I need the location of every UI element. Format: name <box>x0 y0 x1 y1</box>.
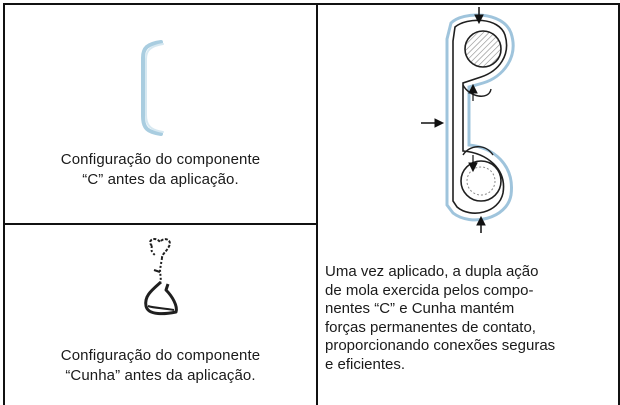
top-conductor <box>464 30 502 68</box>
applied-connector-drawing <box>421 7 515 233</box>
applied-description-line1: Uma vez aplicado, a dupla ação <box>325 263 539 280</box>
wedge-component-caption-line1: Configuração do componente <box>60 347 261 364</box>
row-divider <box>3 223 317 225</box>
c-clamp-drawing <box>141 40 164 136</box>
c-component-caption: Configuração do componente “C” antes da … <box>5 150 316 190</box>
applied-description: Uma vez aplicado, a dupla ação de mola e… <box>325 263 620 374</box>
wedge-component-caption: Configuração do componente “Cunha” antes… <box>5 346 316 386</box>
c-component-caption-line2: “C” antes da aplicação. <box>82 171 239 188</box>
applied-description-line4: forças permanentes de contato, <box>325 318 536 336</box>
applied-description-line5: proporcionando conexões seguras <box>325 337 556 354</box>
applied-description-line6: e eficientes. <box>325 355 406 373</box>
wedge-connector-drawing <box>144 238 178 316</box>
border-left <box>3 3 5 405</box>
wedge-component-caption-line2: “Cunha” antes da aplicação. <box>65 367 256 384</box>
border-top <box>3 3 620 5</box>
force-arrows <box>421 7 486 233</box>
border-right <box>618 3 620 405</box>
applied-description-line3: nentes “C” e Cunha mantém <box>325 300 515 317</box>
applied-description-line2: de mola exercida pelos compo- <box>325 281 534 299</box>
column-divider <box>316 3 318 405</box>
c-component-caption-line1: Configuração do componente <box>60 151 261 168</box>
